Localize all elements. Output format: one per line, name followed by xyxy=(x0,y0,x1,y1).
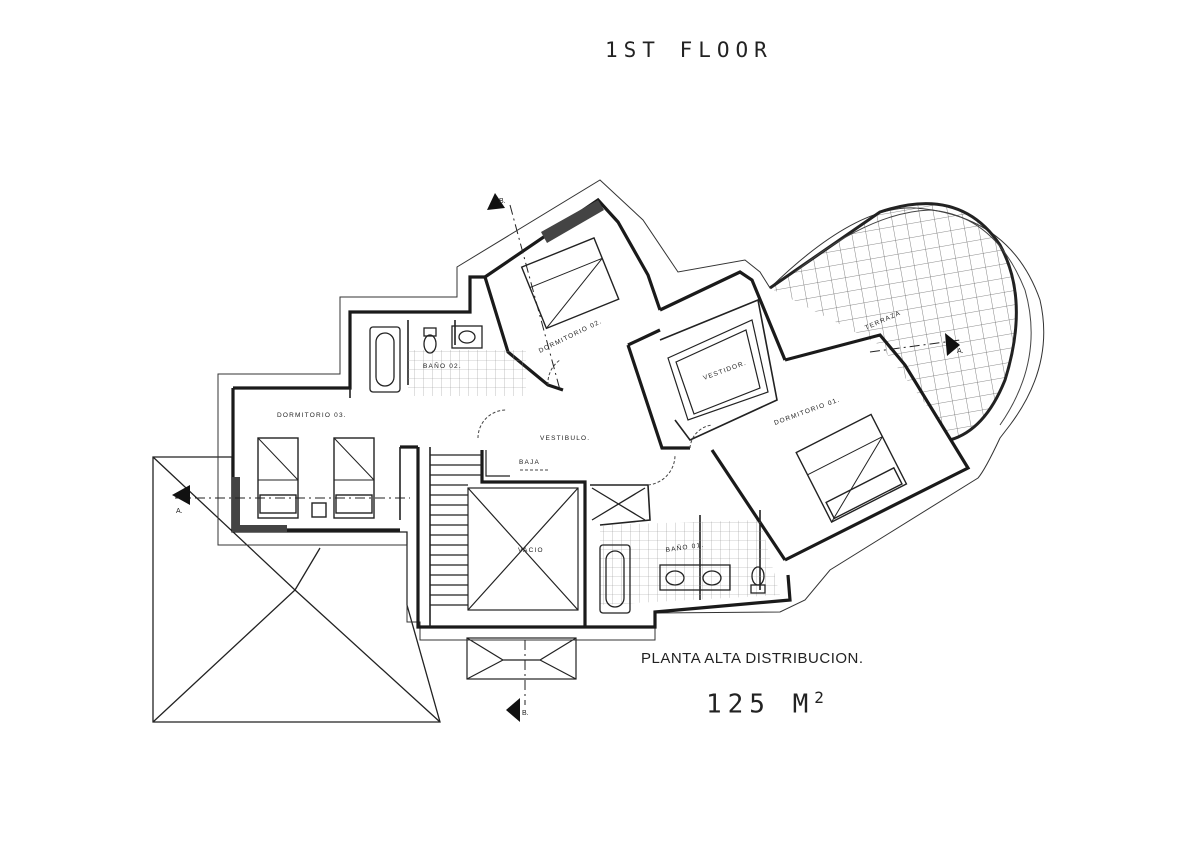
beds xyxy=(257,237,908,523)
stairs-and-void xyxy=(430,450,579,611)
dressing-room xyxy=(667,319,769,421)
section-a-left-label: A. xyxy=(176,508,183,515)
bathroom-tiles xyxy=(408,350,780,605)
bathroom-fixtures xyxy=(369,325,766,614)
section-markers: A. A. B. B. xyxy=(172,193,964,722)
room-label-bano-02: BAÑO 02. xyxy=(423,361,462,370)
terrace xyxy=(769,202,1032,442)
room-label-dormitorio-01: DORMITORIO 01. xyxy=(773,396,841,426)
section-b-top-icon xyxy=(487,193,505,210)
section-a-left-icon xyxy=(172,485,190,505)
drawing-title: 1ST FLOOR xyxy=(605,38,773,62)
wall-accents xyxy=(232,200,604,532)
walls xyxy=(231,197,971,629)
section-lines xyxy=(175,204,961,705)
room-label-vestidor: VESTIDOR. xyxy=(702,360,747,382)
porch-roof xyxy=(466,637,577,680)
room-label-dormitorio-03: DORMITORIO 03. xyxy=(277,412,347,419)
area-value: 125 M xyxy=(706,689,815,720)
room-label-dormitorio-02: DORMITORIO 02. xyxy=(538,318,604,355)
door-swings xyxy=(477,359,713,486)
room-label-vacio: VACIO xyxy=(518,547,544,554)
section-b-bottom-label: B. xyxy=(522,710,529,717)
section-b-top-label: B. xyxy=(499,198,506,205)
eave-outline xyxy=(217,179,1045,641)
area-label: 125 M2 xyxy=(706,688,830,720)
area-unit-exponent: 2 xyxy=(814,688,830,707)
section-a-right-label: A. xyxy=(957,348,964,355)
room-label-baja: BAJA xyxy=(519,459,540,466)
room-label-vestibulo: VESTIBULO. xyxy=(540,435,590,442)
section-a-right-icon xyxy=(945,333,960,356)
section-b-bottom-icon xyxy=(506,698,520,722)
plan-caption: PLANTA ALTA DISTRIBUCION. xyxy=(641,650,864,667)
